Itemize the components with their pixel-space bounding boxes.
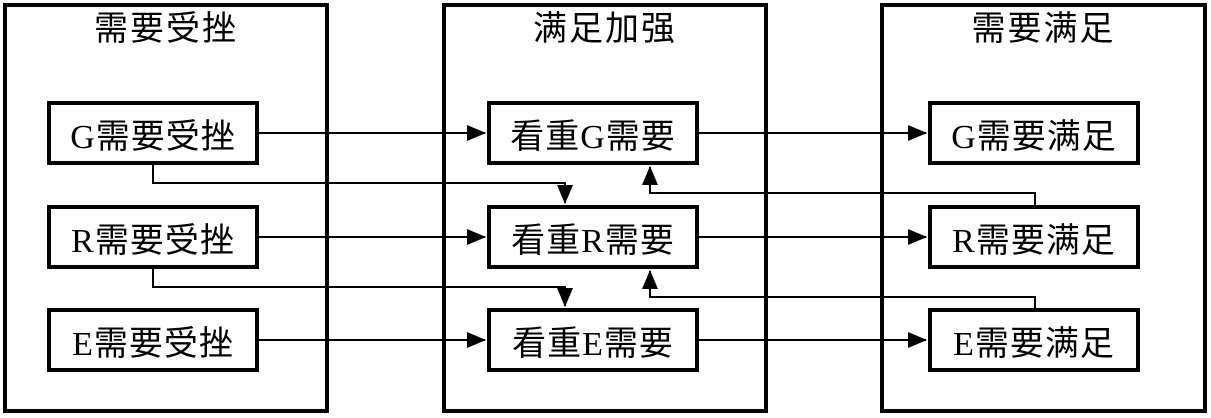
edge-r-satisfaction-to-value-g <box>642 166 1036 205</box>
column-title-frustration: 需要受挫 <box>94 11 238 48</box>
column-title-satisfaction: 需要满足 <box>971 11 1116 48</box>
node-value-g-need: 看重G需要 <box>487 101 699 165</box>
column-need-satisfaction: 需要满足 <box>880 3 1207 413</box>
column-need-frustration: 需要受挫 <box>3 3 329 413</box>
node-r-satisfaction: R需要满足 <box>928 205 1140 269</box>
node-e-frustration: E需要受挫 <box>47 308 259 372</box>
edge-e-satisfaction-to-value-r <box>642 270 1036 308</box>
column-satisfaction-strengthening: 满足加强 <box>442 3 768 413</box>
column-title-strengthening: 满足加强 <box>533 11 677 48</box>
node-value-r-need: 看重R需要 <box>487 205 699 269</box>
node-value-e-need: 看重E需要 <box>487 308 699 372</box>
node-g-frustration: G需要受挫 <box>47 101 259 165</box>
edge-r-frustration-to-value-e <box>152 269 573 307</box>
node-r-frustration: R需要受挫 <box>47 205 259 269</box>
node-g-satisfaction: G需要满足 <box>928 101 1140 165</box>
node-e-satisfaction: E需要满足 <box>928 308 1140 372</box>
edge-g-frustration-to-value-r <box>152 165 573 204</box>
